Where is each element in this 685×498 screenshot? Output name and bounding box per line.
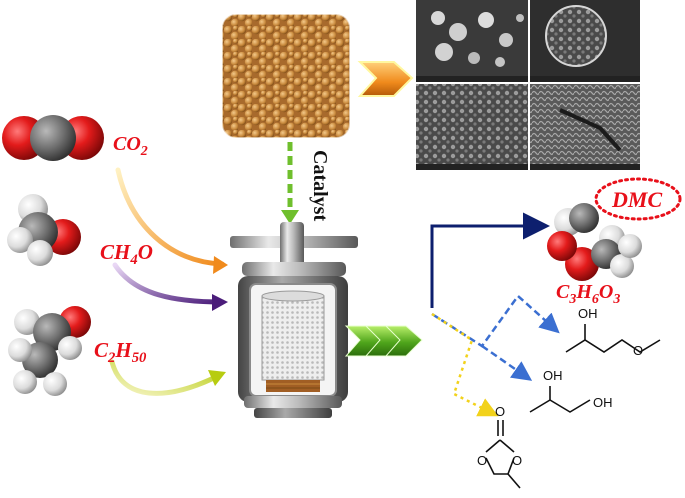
green-chevrons	[344, 325, 423, 357]
methoxypropanol-structure	[565, 324, 661, 353]
propylene-carbonate-structure	[485, 420, 521, 489]
label-co2: CO2	[113, 133, 148, 159]
carbonate-ring-o-2: O	[512, 453, 523, 468]
dmc-molecule	[547, 203, 642, 281]
carbonate-carbonyl-o: O	[495, 404, 506, 419]
product-arrows	[430, 212, 560, 417]
propanediol-structure	[529, 386, 591, 413]
catalyst-beads-photo	[221, 13, 351, 139]
methoxypropanol-oh: OH	[578, 306, 598, 321]
catalyst-feed-arrow	[281, 142, 299, 224]
sem-micrographs	[416, 0, 640, 170]
propanediol-oh-2: OH	[593, 395, 613, 410]
label-ch4o: CH4O	[100, 240, 153, 269]
methoxypropanol-o: O	[633, 343, 644, 358]
ethanol-molecule	[8, 306, 91, 396]
feed-arrows	[109, 167, 228, 396]
co2-molecule	[2, 115, 104, 161]
label-dmc: DMC	[612, 187, 663, 212]
label-c2h5o: C2H50	[94, 338, 147, 367]
carbonate-ring-o-1: O	[477, 453, 488, 468]
propanediol-oh-1: OH	[543, 368, 563, 383]
label-c3h6o3: C3H6O3	[556, 281, 621, 307]
label-catalyst: Catalyst	[309, 150, 331, 222]
methanol-molecule	[7, 194, 81, 266]
dmc-highlight-ellipse	[594, 177, 682, 221]
reactor	[230, 222, 358, 418]
orange-arrow	[357, 61, 414, 97]
